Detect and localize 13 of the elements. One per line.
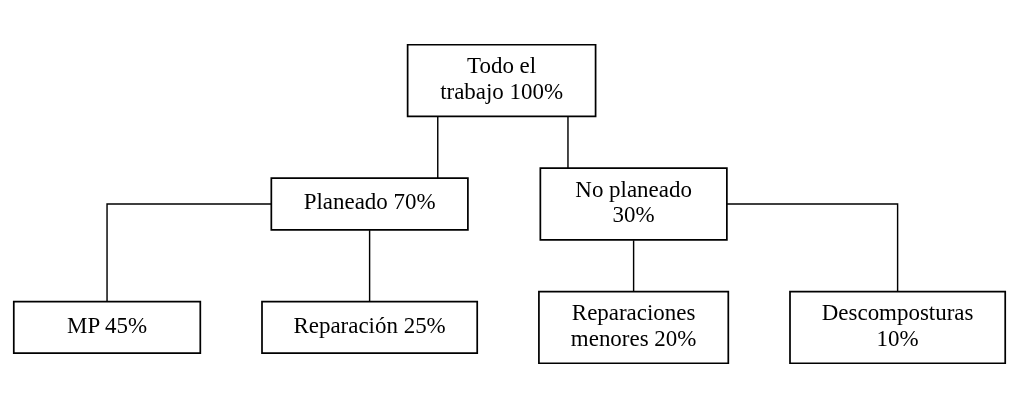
- connector: [106, 202, 272, 302]
- connector: [368, 228, 371, 302]
- node-box: MP 45%: [12, 300, 202, 354]
- node-box: Planeado 70%: [270, 176, 469, 231]
- connector: [567, 115, 569, 169]
- node-box: Descomposturas 10%: [789, 290, 1007, 364]
- connector: [632, 239, 635, 292]
- node-box: No planeado 30%: [539, 166, 728, 241]
- node-box: Todo el trabajo 100%: [406, 43, 597, 117]
- connector: [726, 202, 899, 292]
- node-box: Reparación 25%: [261, 300, 479, 354]
- node-box: Reparaciones menores 20%: [538, 290, 730, 364]
- connector: [437, 115, 439, 179]
